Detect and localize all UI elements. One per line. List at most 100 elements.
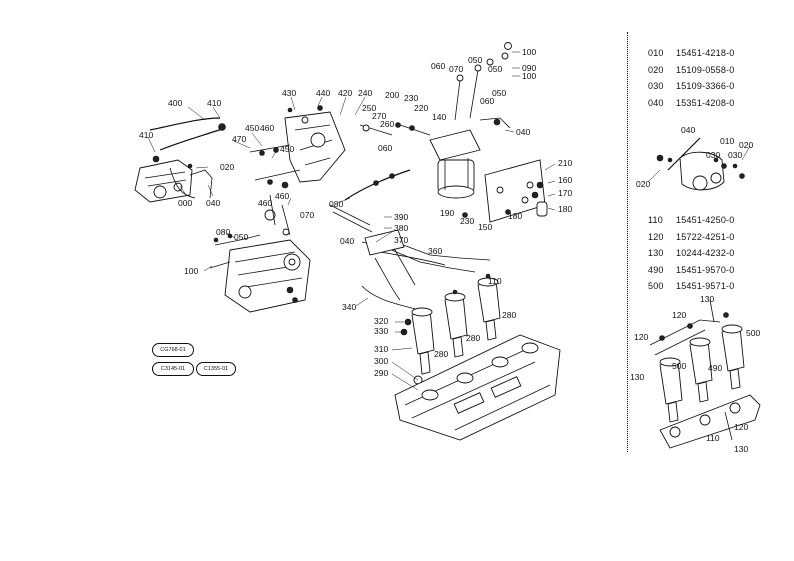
part-number: 15109-0558-0 <box>676 64 735 75</box>
parts-row: 110 15451-4250-0 <box>648 212 766 229</box>
mounting-plate <box>462 159 548 223</box>
parts-row: 130 10244-4232-0 <box>648 245 766 262</box>
part-number: 15109-3366-0 <box>676 81 735 92</box>
callout-290: 290 <box>374 368 388 378</box>
part-code: 040 <box>648 97 664 108</box>
parts-table-middle: 110 15451-4250-0 120 15722-4251-0 130 10… <box>648 212 766 295</box>
callout-330: 330 <box>374 326 388 336</box>
callout-340: 340 <box>342 302 356 312</box>
part-code: 030 <box>648 81 664 92</box>
injection-pump <box>209 233 311 313</box>
part-number: 15451-9570-0 <box>676 264 735 275</box>
callout-370: 370 <box>394 235 408 245</box>
callout-050-d: 050 <box>234 232 248 242</box>
parts-row: 010 15451-4218-0 <box>648 45 766 62</box>
callout-050-c: 050 <box>492 88 506 98</box>
callout-100-c: 100 <box>184 266 198 276</box>
reference-badge-1: CG768-01 <box>152 343 194 357</box>
callout-420: 420 <box>338 88 352 98</box>
callouts-inset-2: 130 120 500 120 130 500 490 120 110 130 <box>630 294 760 454</box>
callout-060-b: 060 <box>480 96 494 106</box>
callout-280-b: 280 <box>466 333 480 343</box>
callout-250: 250 <box>362 103 376 113</box>
inset1-callout-020-a: 020 <box>739 140 753 150</box>
parts-row: 490 15451-9570-0 <box>648 262 766 279</box>
callout-410-b: 410 <box>139 130 153 140</box>
callout-380: 380 <box>394 223 408 233</box>
injection-lines <box>361 229 491 311</box>
fuel-filter-assembly-left <box>134 117 226 203</box>
callout-180-b: 180 <box>508 211 522 221</box>
inset-feed-pump <box>656 137 745 191</box>
callout-070-b: 070 <box>300 210 314 220</box>
inset2-callout-120-b: 120 <box>634 332 648 342</box>
callout-100-b: 100 <box>522 71 536 81</box>
callout-070-a: 070 <box>449 64 463 74</box>
part-code: 490 <box>648 264 664 275</box>
reference-badge-2: C3145-01 <box>152 362 194 376</box>
inset2-callout-500-a: 500 <box>746 328 760 338</box>
inset2-callout-130-c: 130 <box>734 444 748 454</box>
callout-460-b: 460 <box>275 191 289 201</box>
callout-400: 400 <box>168 98 182 108</box>
callout-460-a: 460 <box>260 123 274 133</box>
injector-nozzle-1 <box>411 307 435 375</box>
callout-080-a: 080 <box>329 199 343 209</box>
inset2-callout-500-b: 500 <box>672 361 686 371</box>
callouts-inset-1: 040 010 020 030 030 020 <box>636 125 753 189</box>
inset2-callout-110: 110 <box>706 433 720 443</box>
leader-lines <box>147 51 751 391</box>
callout-390: 390 <box>394 212 408 222</box>
callout-280-a: 280 <box>502 310 516 320</box>
fuel-pipe-center <box>329 169 411 233</box>
part-code: 020 <box>648 64 664 75</box>
callout-040-b: 040 <box>516 127 530 137</box>
callout-100-a: 100 <box>522 47 536 57</box>
callout-450-b: 450 <box>280 144 294 154</box>
callout-270: 270 <box>372 111 386 121</box>
part-number: 15451-9571-0 <box>676 281 735 292</box>
callout-090: 090 <box>522 63 536 73</box>
parts-row: 030 15109-3366-0 <box>648 78 766 95</box>
inset2-callout-130-a: 130 <box>700 294 714 304</box>
part-number: 15451-4250-0 <box>676 215 735 226</box>
inset2-callout-120-c: 120 <box>734 422 748 432</box>
callout-360: 360 <box>428 246 442 256</box>
callout-050-a: 050 <box>468 55 482 65</box>
callout-200: 200 <box>385 90 399 100</box>
callout-410-a: 410 <box>207 98 221 108</box>
callout-160-a: 160 <box>558 175 572 185</box>
inset1-callout-030-a: 030 <box>706 150 720 160</box>
callout-190: 190 <box>440 208 454 218</box>
part-number: 10244-4232-0 <box>676 248 735 259</box>
parts-table-top: 010 15451-4218-0 020 15109-0558-0 030 15… <box>648 45 766 111</box>
callout-050-b: 050 <box>488 64 502 74</box>
inset2-callout-130-b: 130 <box>630 372 644 382</box>
parts-row: 040 15351-4208-0 <box>648 95 766 112</box>
parts-row: 500 15451-9571-0 <box>648 278 766 295</box>
part-number: 15722-4251-0 <box>676 231 735 242</box>
callout-110: 110 <box>488 276 502 286</box>
callouts-main: 430 440 420 240 400 410 410 470 460 450 … <box>139 47 572 378</box>
bracket-assembly <box>249 105 346 236</box>
part-code: 110 <box>648 215 663 226</box>
part-number: 15351-4208-0 <box>676 97 735 108</box>
parts-row: 020 15109-0558-0 <box>648 62 766 79</box>
callout-310: 310 <box>374 344 388 354</box>
callout-450-a: 450 <box>245 123 259 133</box>
callout-140: 140 <box>432 112 446 122</box>
callout-060-a: 060 <box>431 61 445 71</box>
callout-040-a: 040 <box>206 198 220 208</box>
callout-000: 000 <box>178 198 192 208</box>
callout-150: 150 <box>478 222 492 232</box>
callout-020-a: 020 <box>220 162 234 172</box>
callout-280-c: 280 <box>434 349 448 359</box>
callout-430: 430 <box>282 88 296 98</box>
part-number: 15451-4218-0 <box>676 48 735 59</box>
inset1-callout-030-b: 030 <box>728 150 742 160</box>
inset2-callout-490: 490 <box>708 363 722 373</box>
inset1-callout-040: 040 <box>681 125 695 135</box>
part-code: 130 <box>648 248 664 259</box>
callout-230-a: 230 <box>404 93 418 103</box>
callout-230-b: 230 <box>460 216 474 226</box>
